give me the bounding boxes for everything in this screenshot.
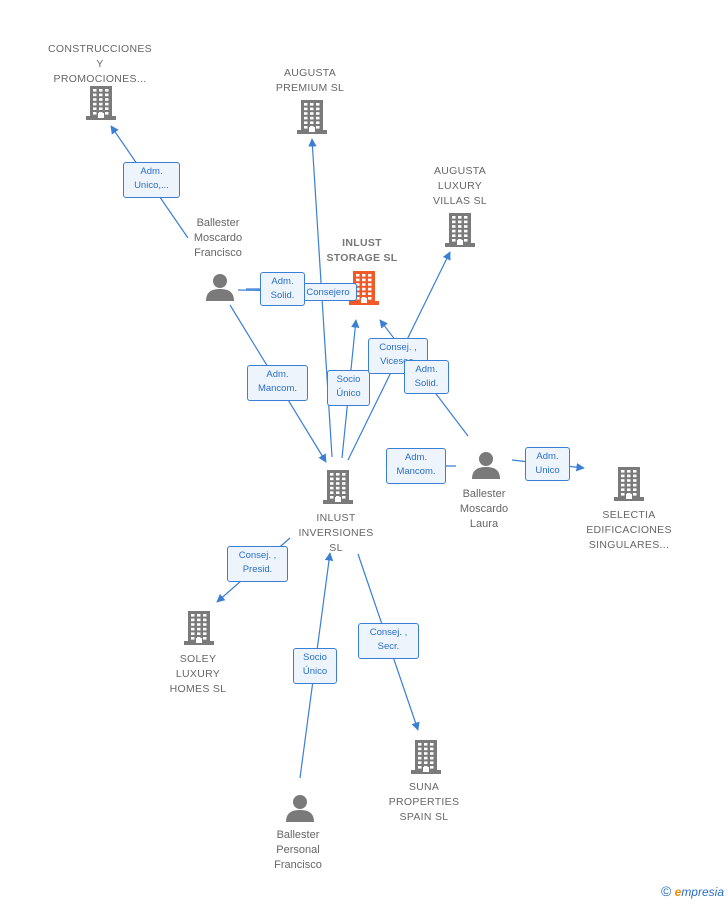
building-icon — [614, 467, 644, 501]
person-icon — [206, 274, 234, 301]
building-icon — [297, 100, 327, 134]
node-label: Ballester Moscardo Laura — [459, 488, 509, 530]
building-icon-wrap — [348, 270, 380, 311]
relationship-label[interactable]: Adm. Unico — [525, 447, 570, 481]
node-label: INLUST STORAGE SL — [326, 237, 398, 264]
person-icon — [472, 452, 500, 479]
person-icon-wrap — [285, 793, 315, 828]
copyright-icon: © — [660, 883, 672, 899]
building-icon — [86, 86, 116, 120]
relationship-label[interactable]: Consejero — [299, 283, 357, 301]
relationship-label[interactable]: Adm. Mancom. — [247, 365, 308, 401]
brand-initial: e — [674, 885, 682, 899]
relationship-label[interactable]: Socio Único — [327, 370, 370, 406]
node-label: SOLEY LUXURY HOMES SL — [169, 653, 227, 695]
relationship-label[interactable]: Consej. , Presid. — [227, 546, 288, 582]
person-icon — [286, 795, 314, 822]
relationship-label[interactable]: Adm. Mancom. — [386, 448, 446, 484]
building-icon-wrap — [296, 99, 328, 140]
node-label: Ballester Personal Francisco — [274, 829, 322, 871]
building-icon — [411, 740, 441, 774]
node-label: AUGUSTA PREMIUM SL — [275, 67, 345, 94]
building-icon-wrap — [613, 466, 645, 507]
person-icon-wrap — [205, 272, 235, 307]
building-icon-wrap — [85, 85, 117, 126]
relationship-label[interactable]: Adm. Solid. — [260, 272, 305, 306]
building-icon — [445, 213, 475, 247]
relationship-label[interactable]: Adm. Unico,... — [123, 162, 180, 198]
building-icon — [184, 611, 214, 645]
brand-text: mpresia — [681, 885, 724, 899]
relationship-label[interactable]: Adm. Solid. — [404, 360, 449, 394]
node-label: SELECTIA EDIFICACIONES SINGULARES... — [586, 509, 672, 551]
node-label: SUNA PROPERTIES SPAIN SL — [388, 781, 460, 823]
person-icon-wrap — [471, 450, 501, 485]
relationship-label[interactable]: Socio Único — [293, 648, 337, 684]
node-label: AUGUSTA LUXURY VILLAS SL — [432, 165, 488, 207]
building-icon — [323, 470, 353, 504]
relationship-label[interactable]: Consej. , Secr. — [358, 623, 419, 659]
node-label: CONSTRUCCIONES Y PROMOCIONES... — [48, 43, 152, 85]
building-icon — [349, 271, 379, 305]
empresia-watermark[interactable]: © empresia — [661, 883, 724, 899]
building-icon-wrap — [322, 469, 354, 510]
building-icon-wrap — [183, 610, 215, 651]
node-label: Ballester Moscardo Francisco — [193, 217, 243, 259]
building-icon-wrap — [410, 739, 442, 780]
building-icon-wrap — [444, 212, 476, 253]
node-label: INLUST INVERSIONES SL — [298, 512, 374, 554]
